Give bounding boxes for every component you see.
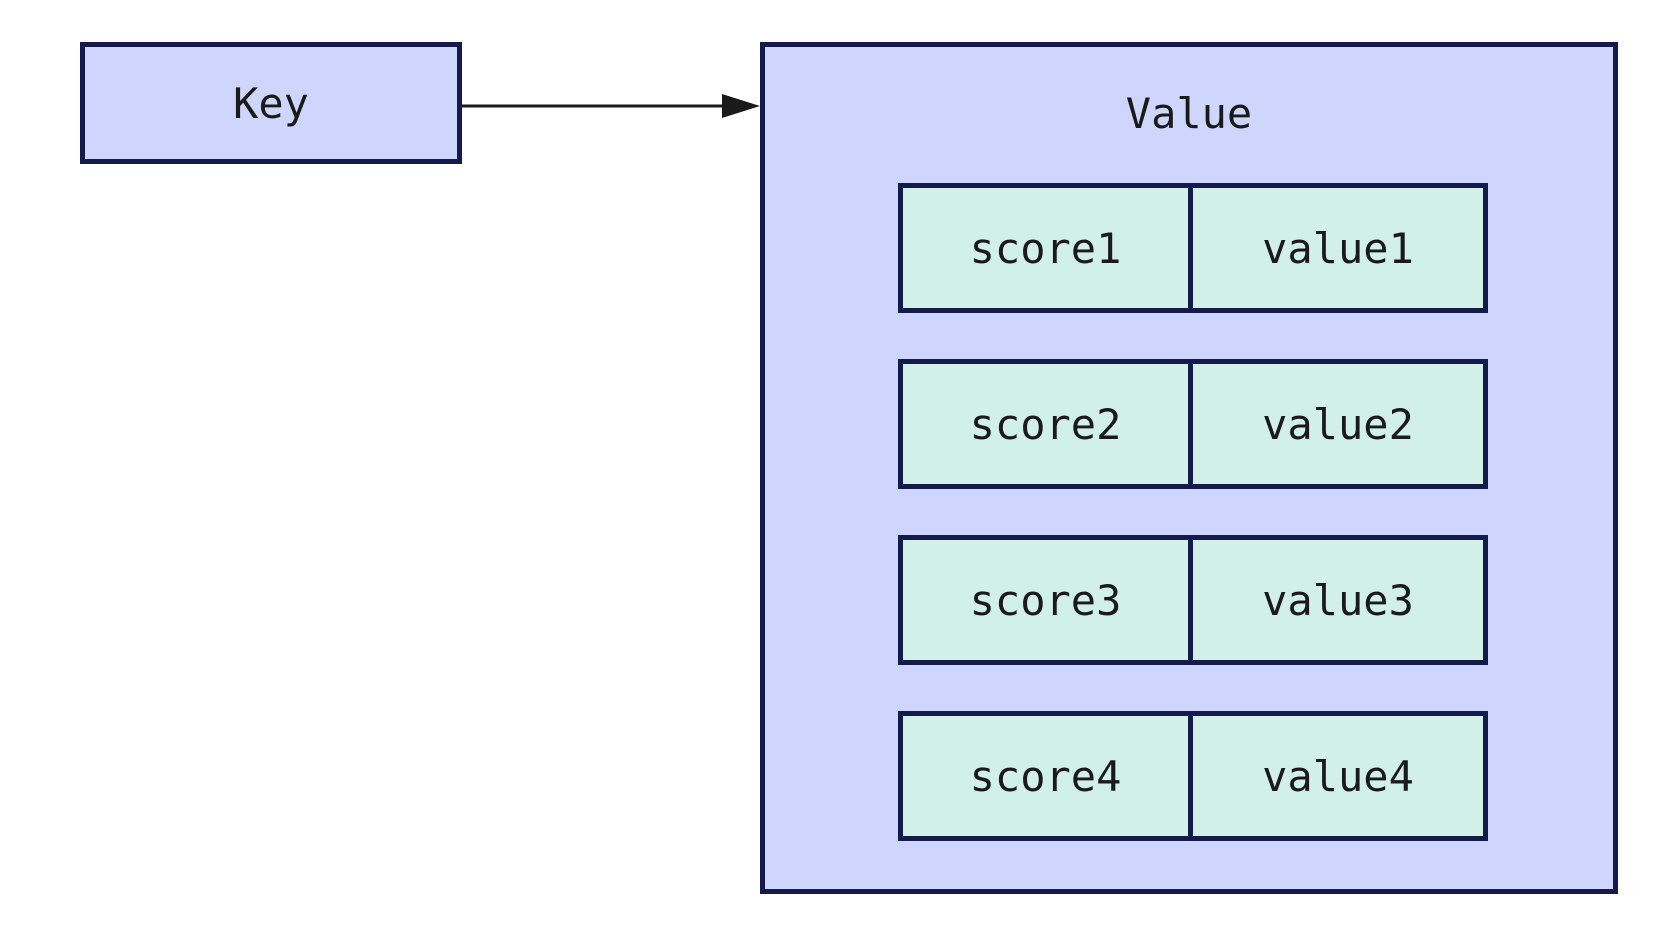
key-label: Key (233, 78, 309, 128)
arrow-head (722, 94, 760, 118)
pair-row: score3 value3 (898, 535, 1488, 665)
score-cell: score2 (898, 359, 1193, 489)
score-cell: score1 (898, 183, 1193, 313)
value-cell: value1 (1193, 183, 1488, 313)
value-cell: value2 (1193, 359, 1488, 489)
score-cell: score3 (898, 535, 1193, 665)
value-cell: value3 (1193, 535, 1488, 665)
value-box: Value score1 value1 score2 value2 score3… (760, 42, 1618, 894)
pair-row: score4 value4 (898, 711, 1488, 841)
value-cell: value4 (1193, 711, 1488, 841)
value-label: Value (1125, 89, 1253, 138)
pair-row: score1 value1 (898, 183, 1488, 313)
score-cell: score4 (898, 711, 1193, 841)
key-box: Key (80, 42, 462, 164)
pair-row: score2 value2 (898, 359, 1488, 489)
